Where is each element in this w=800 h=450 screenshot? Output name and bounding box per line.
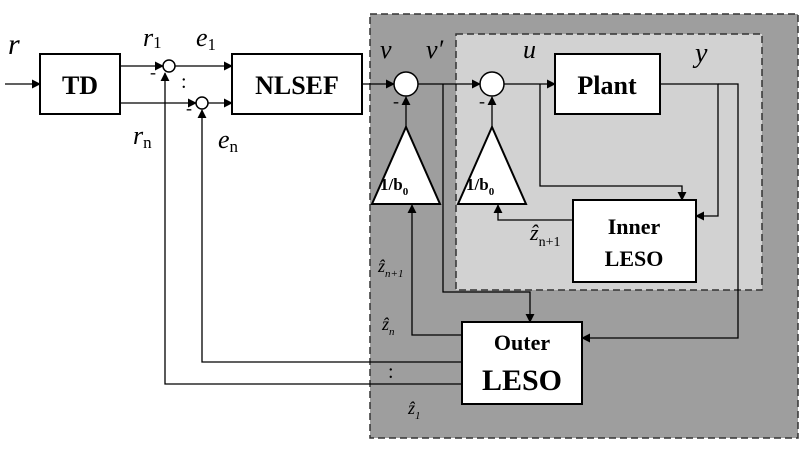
signal-en: en xyxy=(218,125,239,156)
signal-z-n: ẑn xyxy=(381,314,395,338)
inner-leso-label-1: Inner xyxy=(608,214,661,239)
minus-en: - xyxy=(186,98,192,118)
signal-inner-z: ẑn+1 xyxy=(529,220,560,250)
inner-leso-block xyxy=(572,199,697,283)
dots-feedback: : xyxy=(388,361,394,383)
signal-rn: rn xyxy=(133,121,152,152)
plant-label: Plant xyxy=(577,71,637,100)
inner-leso-label-2: LESO xyxy=(605,246,664,271)
nlsef-block xyxy=(231,53,363,115)
inner-gain-triangle xyxy=(456,124,528,205)
outer-gain-triangle xyxy=(370,124,442,205)
signal-z-1: ẑ1 xyxy=(407,398,421,422)
outer-leso-label-1: Outer xyxy=(494,330,550,355)
signal-u: u xyxy=(523,35,536,64)
signal-z-n1: ẑn+1 xyxy=(377,256,403,280)
signal-v: v xyxy=(380,35,392,64)
sum-junction-e1 xyxy=(162,59,176,73)
outer-leso-label-2: LESO xyxy=(482,364,562,397)
signal-v-prime: v′ xyxy=(426,35,444,64)
sum-junction-en xyxy=(195,96,209,110)
signal-r1: r1 xyxy=(143,23,162,52)
outer-gain-label: 1/b0 xyxy=(380,175,409,198)
inner-gain-label: 1/b0 xyxy=(466,175,495,198)
signal-lines xyxy=(5,61,739,385)
minus-v: - xyxy=(393,91,399,111)
nlsef-label: NLSEF xyxy=(255,71,339,100)
dots-feedforward: : xyxy=(181,71,187,93)
minus-u: - xyxy=(479,91,485,111)
signal-e1: e1 xyxy=(196,23,216,54)
signal-y: y xyxy=(692,38,708,69)
outer-leso-block xyxy=(461,321,583,405)
signal-r: r xyxy=(8,28,20,61)
td-label: TD xyxy=(62,71,98,100)
minus-e1: - xyxy=(150,62,156,82)
